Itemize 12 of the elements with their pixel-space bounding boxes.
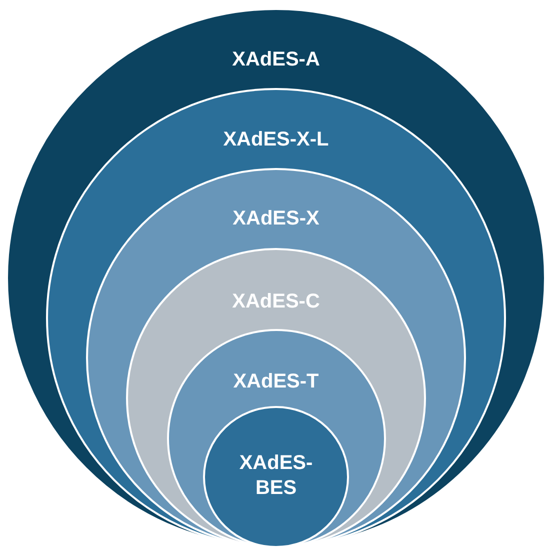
layer-label: XAdES-T [233,370,319,394]
nested-circle [46,88,506,548]
nested-circle [86,168,466,548]
layer-label: XAdES-C [232,290,320,314]
layer-label: XAdES-BES [238,451,314,501]
layer-label: XAdES-X [232,206,320,232]
nested-circle [203,406,349,548]
layer-label: XAdES-A [232,48,320,72]
nested-circle [6,8,546,548]
nested-circle [126,248,426,548]
layer-label: XAdES-X-L [223,128,329,152]
nested-circle [166,329,386,548]
